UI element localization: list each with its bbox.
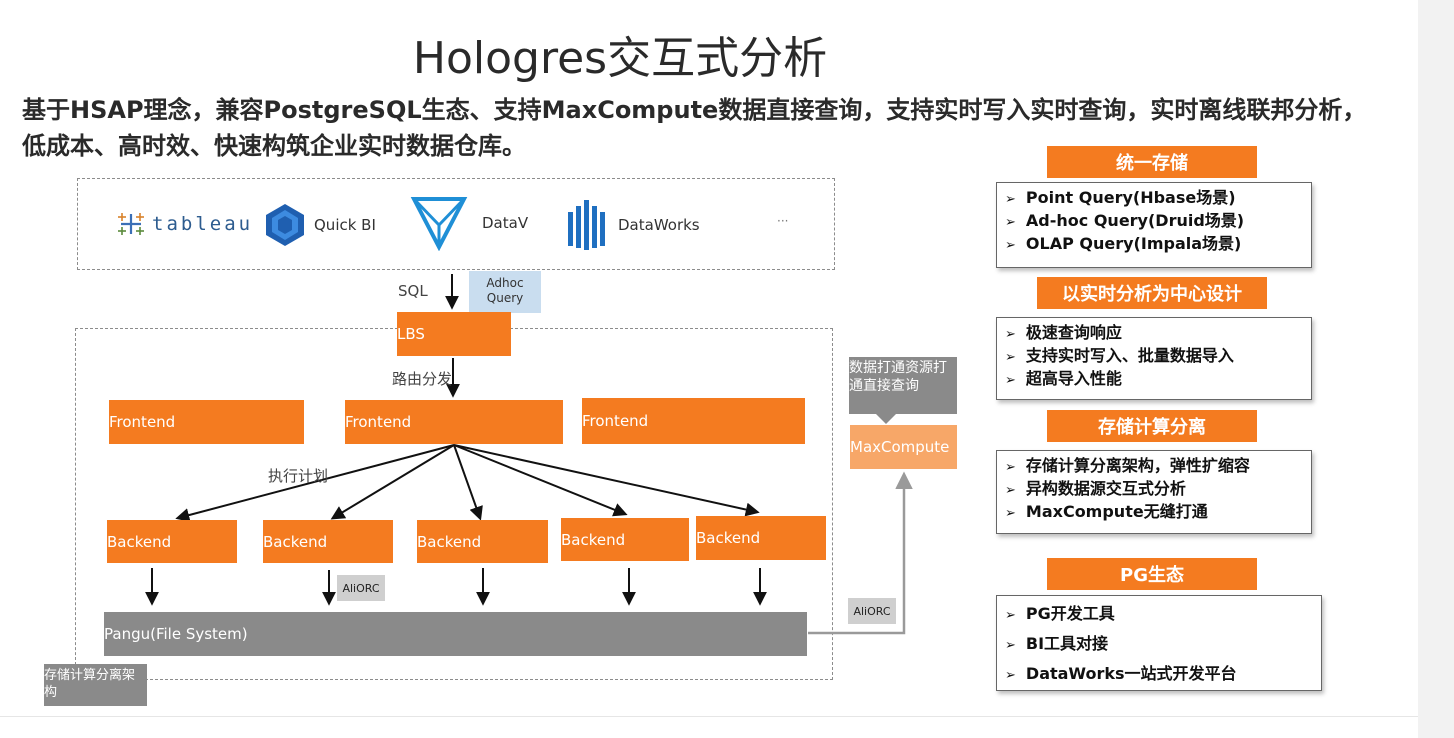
dataworks-icon: [568, 200, 605, 250]
feature-item: 极速查询响应: [1005, 322, 1303, 345]
aliorc-tag: AliORC: [848, 598, 896, 624]
pangu-file-system: Pangu(File System): [104, 612, 807, 656]
feature-header: PG生态: [1047, 558, 1257, 590]
maxcompute-note: 数据打通资源打通直接查询: [849, 357, 957, 414]
adhoc-query-tag: Adhoc Query: [469, 271, 541, 313]
feature-item: DataWorks一站式开发平台: [1005, 660, 1313, 690]
frontend-node: Frontend: [345, 400, 563, 444]
feature-panel: 存储计算分离架构，弹性扩缩容 异构数据源交互式分析 MaxCompute无缝打通: [996, 450, 1312, 534]
feature-panel: 极速查询响应 支持实时写入、批量数据导入 超高导入性能: [996, 317, 1312, 400]
exec-plan-label: 执行计划: [268, 467, 329, 485]
bi-tools-box: [77, 178, 835, 270]
storage-arrows: [145, 568, 767, 606]
tool-quickbi: Quick BI: [262, 202, 376, 248]
arrow-to-maxcompute: [808, 471, 913, 635]
callout-pointer: [876, 414, 896, 424]
tool-label: DataV: [482, 214, 529, 232]
backend-node: Backend: [107, 520, 237, 563]
storage-separation-note: 存储计算分离架构: [44, 664, 147, 706]
feature-header: 统一存储: [1047, 146, 1257, 178]
frontend-node: Frontend: [109, 400, 304, 444]
feature-item: 支持实时写入、批量数据导入: [1005, 345, 1303, 368]
frontend-node: Frontend: [582, 398, 805, 444]
quickbi-icon: [266, 204, 304, 246]
slide-title: Hologres交互式分析: [412, 33, 828, 84]
backend-node: Backend: [263, 520, 393, 563]
sql-label: SQL: [398, 282, 428, 300]
backend-node: Backend: [696, 516, 826, 560]
feature-item: 存储计算分离架构，弹性扩缩容: [1005, 455, 1303, 478]
feature-item: PG开发工具: [1005, 600, 1313, 630]
feature-item: 超高导入性能: [1005, 368, 1303, 391]
tool-label: DataWorks: [618, 216, 700, 234]
lbs-node: LBS: [397, 312, 511, 356]
tableau-icon: [118, 213, 144, 235]
tool-tableau: tableau: [116, 209, 253, 239]
backend-node: Backend: [561, 518, 689, 561]
feature-item: OLAP Query(Impala场景): [1005, 233, 1303, 256]
datav-icon: [410, 197, 468, 251]
right-edge-strip: [1418, 0, 1454, 738]
tool-datav: DataV: [410, 195, 528, 251]
feature-item: BI工具对接: [1005, 630, 1313, 660]
tool-more: ···: [777, 214, 789, 228]
slide-subtitle: 基于HSAP理念，兼容PostgreSQL生态、支持MaxCompute数据直接…: [22, 96, 1367, 160]
feature-panel: PG开发工具 BI工具对接 DataWorks一站式开发平台: [996, 595, 1322, 691]
feature-item: MaxCompute无缝打通: [1005, 501, 1303, 524]
tool-dataworks: DataWorks: [566, 198, 700, 252]
exec-plan-arrows: [175, 444, 760, 522]
backend-node: Backend: [417, 520, 548, 563]
feature-header: 存储计算分离: [1047, 410, 1257, 442]
feature-header: 以实时分析为中心设计: [1037, 277, 1267, 309]
feature-item: Point Query(Hbase场景): [1005, 187, 1303, 210]
feature-panel: Point Query(Hbase场景) Ad-hoc Query(Druid场…: [996, 182, 1312, 268]
feature-item: Ad-hoc Query(Druid场景): [1005, 210, 1303, 233]
route-label: 路由分发: [392, 370, 453, 388]
maxcompute-node: MaxCompute: [850, 425, 957, 469]
tool-label: tableau: [152, 213, 254, 235]
bottom-divider: [0, 716, 1418, 717]
feature-item: 异构数据源交互式分析: [1005, 478, 1303, 501]
tool-label: Quick BI: [314, 216, 376, 234]
aliorc-tag: AliORC: [337, 575, 385, 601]
